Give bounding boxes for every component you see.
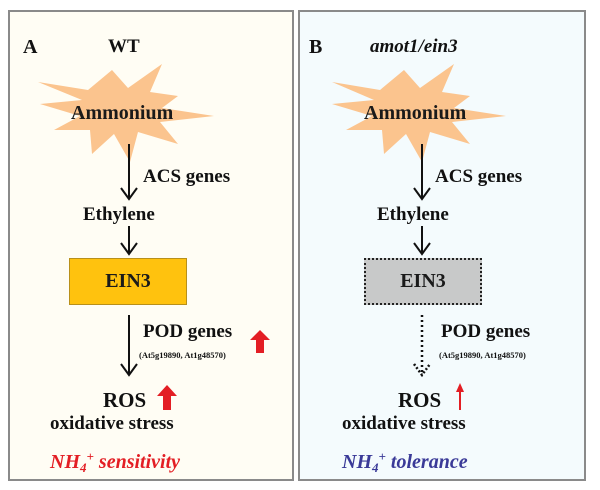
panel-letter: A (23, 36, 38, 58)
ein3-box: EIN3 (69, 258, 187, 305)
phenotype-superscript: + (378, 449, 386, 464)
acs-genes-label: ACS genes (143, 166, 231, 187)
phenotype-ion: NH (342, 451, 372, 473)
panel-wt: A WT Ammonium ACS genes Ethylene EIN3 PO… (8, 10, 294, 481)
phenotype-superscript: + (86, 449, 94, 464)
stimulus-label: Ammonium (71, 102, 174, 124)
phenotype-subscript: 4 (372, 460, 379, 475)
oxidative-stress-label: oxidative stress (50, 413, 174, 434)
pod-gene-ids: (At5g19890, At1g48570) (439, 350, 526, 360)
ros-up-arrow-icon (157, 385, 177, 410)
phenotype-ion: NH (50, 451, 80, 473)
ethylene-label: Ethylene (377, 204, 449, 225)
phenotype-subscript: 4 (80, 460, 87, 475)
ammonium-starburst (332, 64, 506, 162)
phenotype-word: sensitivity (93, 451, 181, 473)
arrow-ethylene-to-ein3 (120, 226, 138, 256)
arrow-ammonium-to-ethylene (413, 144, 431, 201)
dotted-arrow-ein3-to-ros (412, 315, 432, 378)
panel-b-graphics (332, 64, 506, 410)
arrow-ammonium-to-ethylene (120, 144, 138, 201)
phenotype-word: tolerance (385, 451, 468, 473)
panel-letter: B (309, 36, 323, 58)
genotype-label: amot1/ein3 (370, 36, 458, 57)
ros-slight-up-arrow-icon (456, 383, 464, 410)
ammonium-starburst (38, 64, 214, 162)
ein3-box-impaired: EIN3 (364, 258, 482, 305)
pod-genes-label: POD genes (143, 321, 233, 342)
arrow-ein3-to-ros (120, 315, 138, 377)
ethylene-label: Ethylene (83, 204, 155, 225)
arrow-ethylene-to-ein3 (413, 226, 431, 256)
pod-gene-ids: (At5g19890, At1g48570) (139, 350, 226, 360)
ros-label: ROS (398, 388, 442, 412)
phenotype-label: NH4+ tolerance (342, 449, 468, 476)
genotype-label: WT (108, 36, 140, 57)
ros-label: ROS (103, 388, 147, 412)
pod-genes-label: POD genes (441, 321, 531, 342)
panel-a-graphics (38, 64, 270, 410)
oxidative-stress-label: oxidative stress (342, 413, 466, 434)
pod-up-arrow-icon (250, 330, 270, 353)
panel-mutant: B amot1/ein3 Ammonium ACS genes Ethylene… (298, 10, 586, 481)
acs-genes-label: ACS genes (435, 166, 523, 187)
phenotype-label: NH4+ sensitivity (50, 449, 180, 476)
stimulus-label: Ammonium (364, 102, 467, 124)
